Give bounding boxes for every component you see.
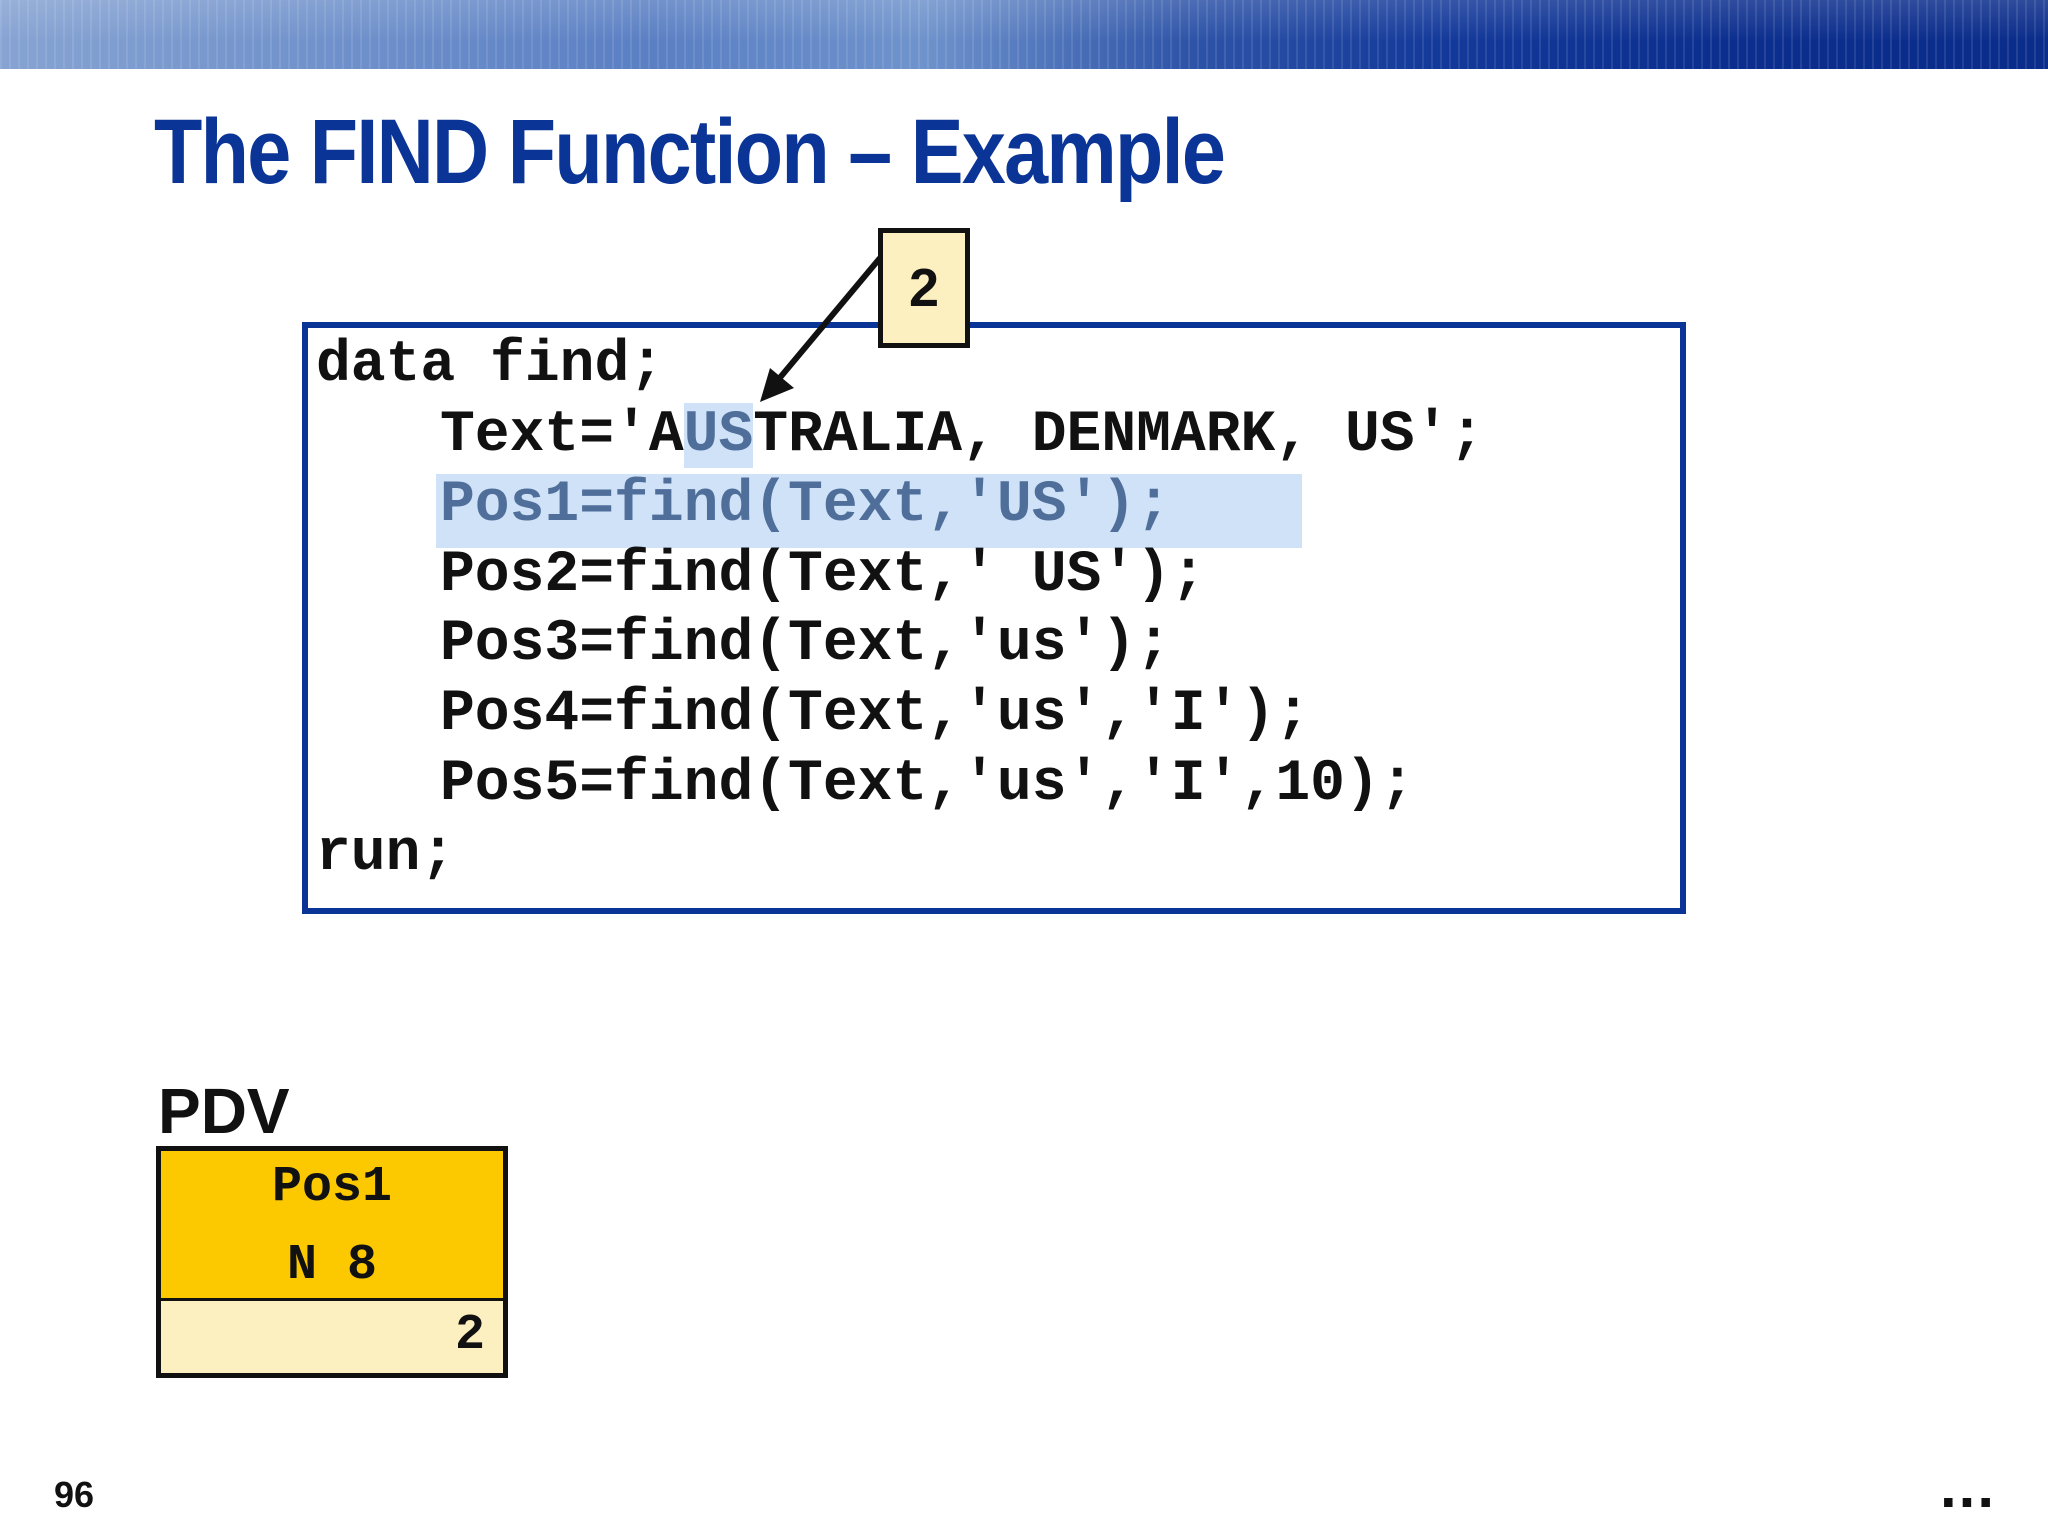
- code-text-after: TRALIA, DENMARK, US';: [753, 403, 1485, 468]
- code-line-text: Text='AUSTRALIA, DENMARK, US';: [440, 402, 1484, 470]
- code-line-run: run;: [316, 822, 456, 887]
- pdv-label: PDV: [158, 1075, 290, 1147]
- highlighted-line-background: [436, 474, 1302, 548]
- code-line-pos4: Pos4=find(Text,'us','I');: [440, 682, 1311, 747]
- code-box: [302, 322, 1686, 914]
- top-banner: [0, 0, 2048, 69]
- pdv-value: 2: [454, 1307, 485, 1364]
- code-line-pos1: Pos1=find(Text,'US');: [440, 473, 1171, 538]
- pdv-table: Pos1 N 8 2: [156, 1146, 508, 1378]
- pdv-variable-type: N 8: [286, 1237, 377, 1294]
- slide-title: The FIND Function – Example: [154, 101, 1226, 203]
- page-number: 96: [54, 1474, 95, 1515]
- pdv-value-row: 2: [161, 1301, 503, 1373]
- code-text-match: US: [683, 403, 754, 468]
- code-line-pos3: Pos3=find(Text,'us');: [440, 612, 1171, 677]
- pdv-header: Pos1 N 8: [161, 1151, 503, 1301]
- code-text-before: Text='A: [440, 403, 684, 468]
- callout-box: 2: [878, 228, 970, 348]
- code-line-pos5: Pos5=find(Text,'us','I',10);: [440, 752, 1415, 817]
- pdv-variable-name: Pos1: [271, 1159, 393, 1216]
- code-line-pos2: Pos2=find(Text,' US');: [440, 543, 1206, 608]
- code-line-data: data find;: [316, 333, 665, 398]
- callout-value: 2: [908, 258, 940, 318]
- continuation-ellipsis: ...: [1940, 1453, 1997, 1520]
